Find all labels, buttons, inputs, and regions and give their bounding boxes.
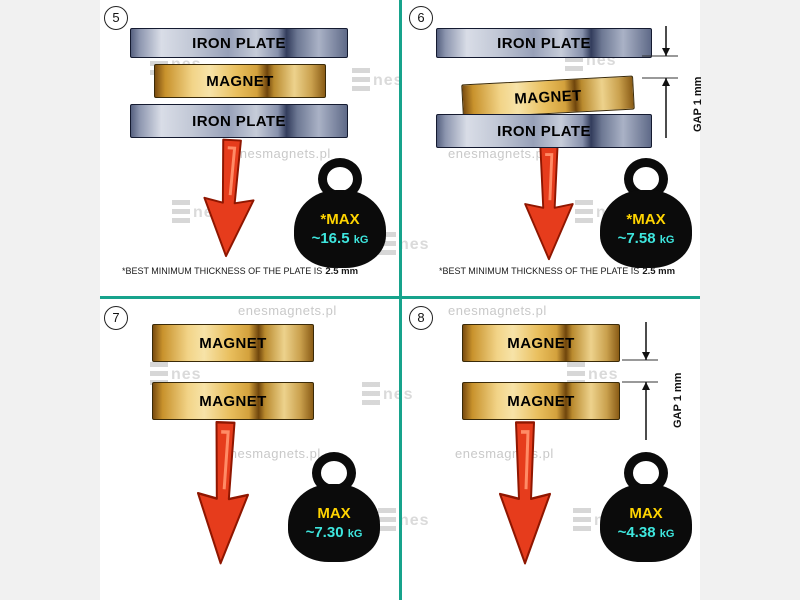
weight-body: *MAX ~16.5 kG bbox=[294, 190, 386, 268]
max-value: ~7.30 kG bbox=[305, 524, 363, 541]
vertical-divider bbox=[399, 0, 402, 600]
max-value: ~16.5 kG bbox=[311, 230, 369, 247]
max-label: *MAX bbox=[626, 211, 666, 228]
gap-dimension-lines bbox=[642, 26, 678, 138]
magnet-label: MAGNET bbox=[199, 334, 267, 352]
pull-force-arrow bbox=[197, 420, 249, 565]
weight-kettlebell: *MAX ~16.5 kG bbox=[294, 158, 386, 268]
gap-dimension: GAP 1 mm bbox=[642, 26, 704, 138]
weight-kettlebell: MAX ~7.30 kG bbox=[288, 452, 380, 562]
watermark-site: enesmagnets.pl bbox=[448, 303, 547, 318]
magnet-bar-top: MAGNET bbox=[152, 324, 314, 362]
horizontal-divider bbox=[100, 296, 700, 299]
weight-kettlebell: MAX ~4.38 kG bbox=[600, 452, 692, 562]
weight-kettlebell: *MAX ~7.58 kG bbox=[600, 158, 692, 268]
enes-e-icon bbox=[575, 200, 593, 226]
iron-plate-bottom: IRON PLATE bbox=[436, 114, 652, 148]
panel-number: 5 bbox=[104, 6, 128, 30]
gap-dimension-lines bbox=[622, 322, 658, 440]
enes-logo-watermark: nes bbox=[150, 362, 202, 388]
enes-e-icon bbox=[172, 200, 190, 226]
iron-plate-bottom: IRON PLATE bbox=[130, 104, 348, 138]
enes-e-icon bbox=[150, 362, 168, 388]
max-label: *MAX bbox=[320, 211, 360, 228]
iron-plate-label: IRON PLATE bbox=[497, 34, 591, 52]
iron-plate-top: IRON PLATE bbox=[130, 28, 348, 58]
enes-logo-watermark: nes bbox=[362, 382, 414, 408]
weight-body: MAX ~4.38 kG bbox=[600, 484, 692, 562]
enes-e-icon bbox=[573, 508, 591, 534]
iron-plate-top: IRON PLATE bbox=[436, 28, 652, 58]
panel-number: 7 bbox=[104, 306, 128, 330]
enes-e-icon bbox=[362, 382, 380, 408]
max-value: ~4.38 kG bbox=[617, 524, 675, 541]
watermark-site: enesmagnets.pl bbox=[238, 303, 337, 318]
magnet-bar: MAGNET bbox=[154, 64, 326, 98]
unit-label: kG bbox=[659, 234, 675, 246]
watermark-site: enesmagnets.pl bbox=[222, 446, 321, 461]
magnet-bar-top: MAGNET bbox=[462, 324, 620, 362]
magnet-label: MAGNET bbox=[513, 86, 583, 108]
magnet-label: MAGNET bbox=[206, 72, 274, 90]
weight-body: *MAX ~7.58 kG bbox=[600, 190, 692, 268]
max-value: ~7.58 kG bbox=[617, 230, 675, 247]
iron-plate-label: IRON PLATE bbox=[497, 122, 591, 140]
unit-label: kG bbox=[659, 528, 675, 540]
weight-body: MAX ~7.30 kG bbox=[288, 484, 380, 562]
magnet-bar: MAGNET bbox=[461, 75, 635, 119]
pull-force-arrow bbox=[203, 138, 255, 258]
magnet-bar-bottom: MAGNET bbox=[152, 382, 314, 420]
magnet-label: MAGNET bbox=[199, 392, 267, 410]
enes-e-icon bbox=[567, 362, 585, 388]
panel-number: 6 bbox=[409, 6, 433, 30]
magnet-bar-bottom: MAGNET bbox=[462, 382, 620, 420]
enes-e-icon bbox=[378, 508, 396, 534]
magnet-label: MAGNET bbox=[507, 392, 575, 410]
watermark-site: enesmagnets.pl bbox=[232, 146, 331, 161]
enes-logo-watermark: nes bbox=[567, 362, 619, 388]
gap-label: GAP 1 mm bbox=[672, 372, 684, 428]
gap-dimension: GAP 1 mm bbox=[622, 322, 684, 440]
watermark-site: enesmagnets.pl bbox=[448, 146, 547, 161]
max-label: MAX bbox=[629, 505, 663, 522]
enes-e-icon bbox=[352, 68, 370, 94]
right-gutter bbox=[700, 0, 800, 600]
max-label: MAX bbox=[317, 505, 351, 522]
enes-logo-watermark: nes bbox=[352, 68, 404, 94]
gap-label: GAP 1 mm bbox=[692, 76, 704, 132]
unit-label: kG bbox=[347, 528, 363, 540]
enes-logo-watermark: nes bbox=[378, 508, 430, 534]
iron-plate-label: IRON PLATE bbox=[192, 112, 286, 130]
panel-number: 8 bbox=[409, 306, 433, 330]
iron-plate-label: IRON PLATE bbox=[192, 34, 286, 52]
pull-force-arrow bbox=[499, 421, 551, 565]
left-gutter bbox=[0, 0, 100, 600]
unit-label: kG bbox=[353, 234, 369, 246]
magnet-label: MAGNET bbox=[507, 334, 575, 352]
pull-force-arrow bbox=[524, 145, 574, 261]
